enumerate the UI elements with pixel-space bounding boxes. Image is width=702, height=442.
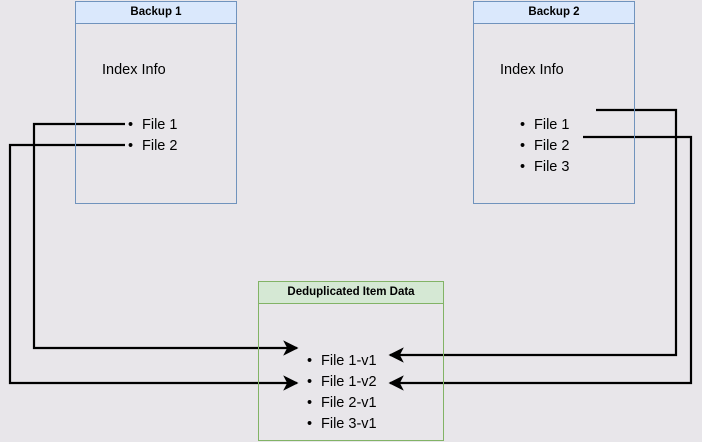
list-item: File 2 <box>518 136 569 157</box>
backup-2-index-info-label: Index Info <box>500 62 564 78</box>
list-item: File 1 <box>518 115 569 136</box>
backup-1-index-info-label: Index Info <box>102 62 166 78</box>
list-item: File 3-v1 <box>305 414 377 435</box>
node-deduplicated-item-data-body: File 1-v1 File 1-v2 File 2-v1 File 3-v1 <box>259 304 443 440</box>
node-backup-1-body: Index Info File 1 File 2 <box>76 24 236 203</box>
list-item: File 1 <box>126 115 177 136</box>
node-backup-2[interactable]: Backup 2 Index Info File 1 File 2 File 3 <box>473 1 635 204</box>
backup-1-file-list: File 1 File 2 <box>126 115 177 157</box>
backup-2-file-list: File 1 File 2 File 3 <box>518 115 569 178</box>
list-item: File 1-v1 <box>305 351 377 372</box>
node-backup-2-body: Index Info File 1 File 2 File 3 <box>474 24 634 203</box>
list-item: File 2-v1 <box>305 393 377 414</box>
list-item: File 1-v2 <box>305 372 377 393</box>
list-item: File 2 <box>126 136 177 157</box>
dedup-file-list: File 1-v1 File 1-v2 File 2-v1 File 3-v1 <box>305 351 377 435</box>
node-backup-1-title: Backup 1 <box>76 2 236 24</box>
node-deduplicated-item-data-title: Deduplicated Item Data <box>259 282 443 304</box>
node-backup-1[interactable]: Backup 1 Index Info File 1 File 2 <box>75 1 237 204</box>
node-deduplicated-item-data[interactable]: Deduplicated Item Data File 1-v1 File 1-… <box>258 281 444 441</box>
list-item: File 3 <box>518 157 569 178</box>
node-backup-2-title: Backup 2 <box>474 2 634 24</box>
